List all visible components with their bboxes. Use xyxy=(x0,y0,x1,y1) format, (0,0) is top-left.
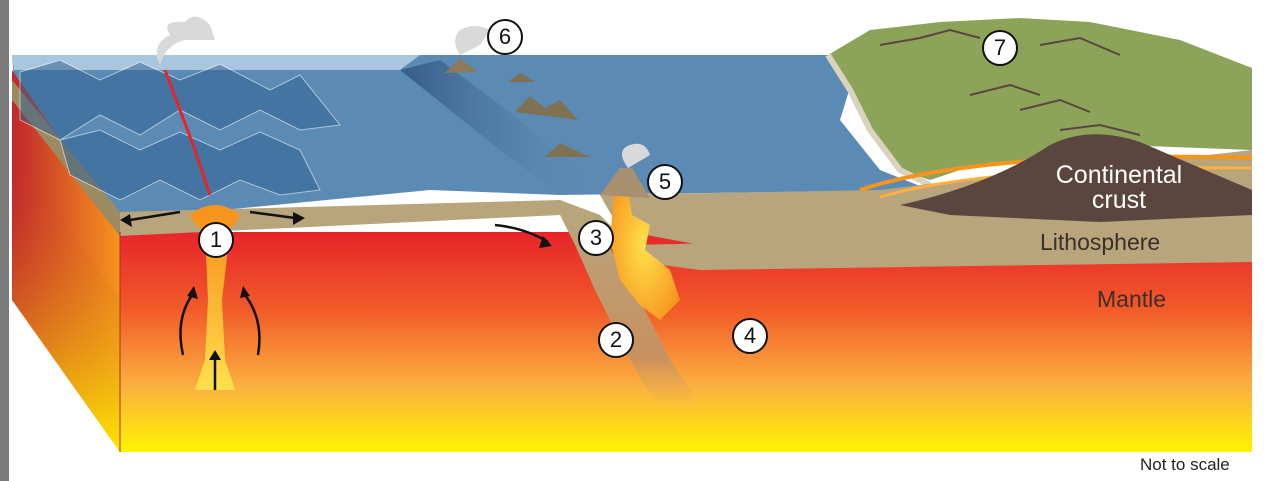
ash-plume xyxy=(455,26,490,55)
continental-crust xyxy=(900,134,1252,222)
arrow-heads xyxy=(120,212,552,360)
subduction-magma xyxy=(610,170,680,320)
island xyxy=(545,143,590,157)
continental-crust-label: Continental crust xyxy=(1024,163,1214,213)
continental-stripes xyxy=(859,154,1253,192)
marker-3: 3 xyxy=(578,220,614,256)
motion-arrows xyxy=(129,210,549,390)
island xyxy=(508,73,536,82)
marker-4: 4 xyxy=(732,318,768,354)
left-edge-bar xyxy=(0,0,9,481)
ridge-plume xyxy=(195,232,235,390)
marker-1: 1 xyxy=(198,222,234,258)
scale-note: Not to scale xyxy=(1140,455,1230,474)
ocean-far-band xyxy=(12,55,420,70)
subducting-slab xyxy=(560,215,700,405)
ash-plume xyxy=(156,16,215,66)
block-left-side-glow xyxy=(12,150,120,452)
mantle-front xyxy=(120,232,1252,452)
ash-plume xyxy=(621,143,650,168)
marker-5: 5 xyxy=(647,164,683,200)
continent-surface xyxy=(828,18,1252,180)
continental-hills xyxy=(879,28,1141,136)
ridge-ripples xyxy=(19,59,341,201)
marker-6: 6 xyxy=(487,19,523,55)
marker-7: 7 xyxy=(982,30,1018,66)
ridge-rift xyxy=(163,69,212,196)
mantle-label: Mantle xyxy=(1097,286,1167,312)
marker-2: 2 xyxy=(598,322,634,358)
continental-crust-label-line1: Continental xyxy=(1055,161,1183,189)
island xyxy=(515,96,578,120)
trench-shadow xyxy=(400,60,600,195)
subduction-volcano xyxy=(600,168,650,198)
continental-crust-label-line2: crust xyxy=(1091,186,1147,214)
island xyxy=(445,58,478,73)
lithosphere-label: Lithosphere xyxy=(1040,229,1161,255)
